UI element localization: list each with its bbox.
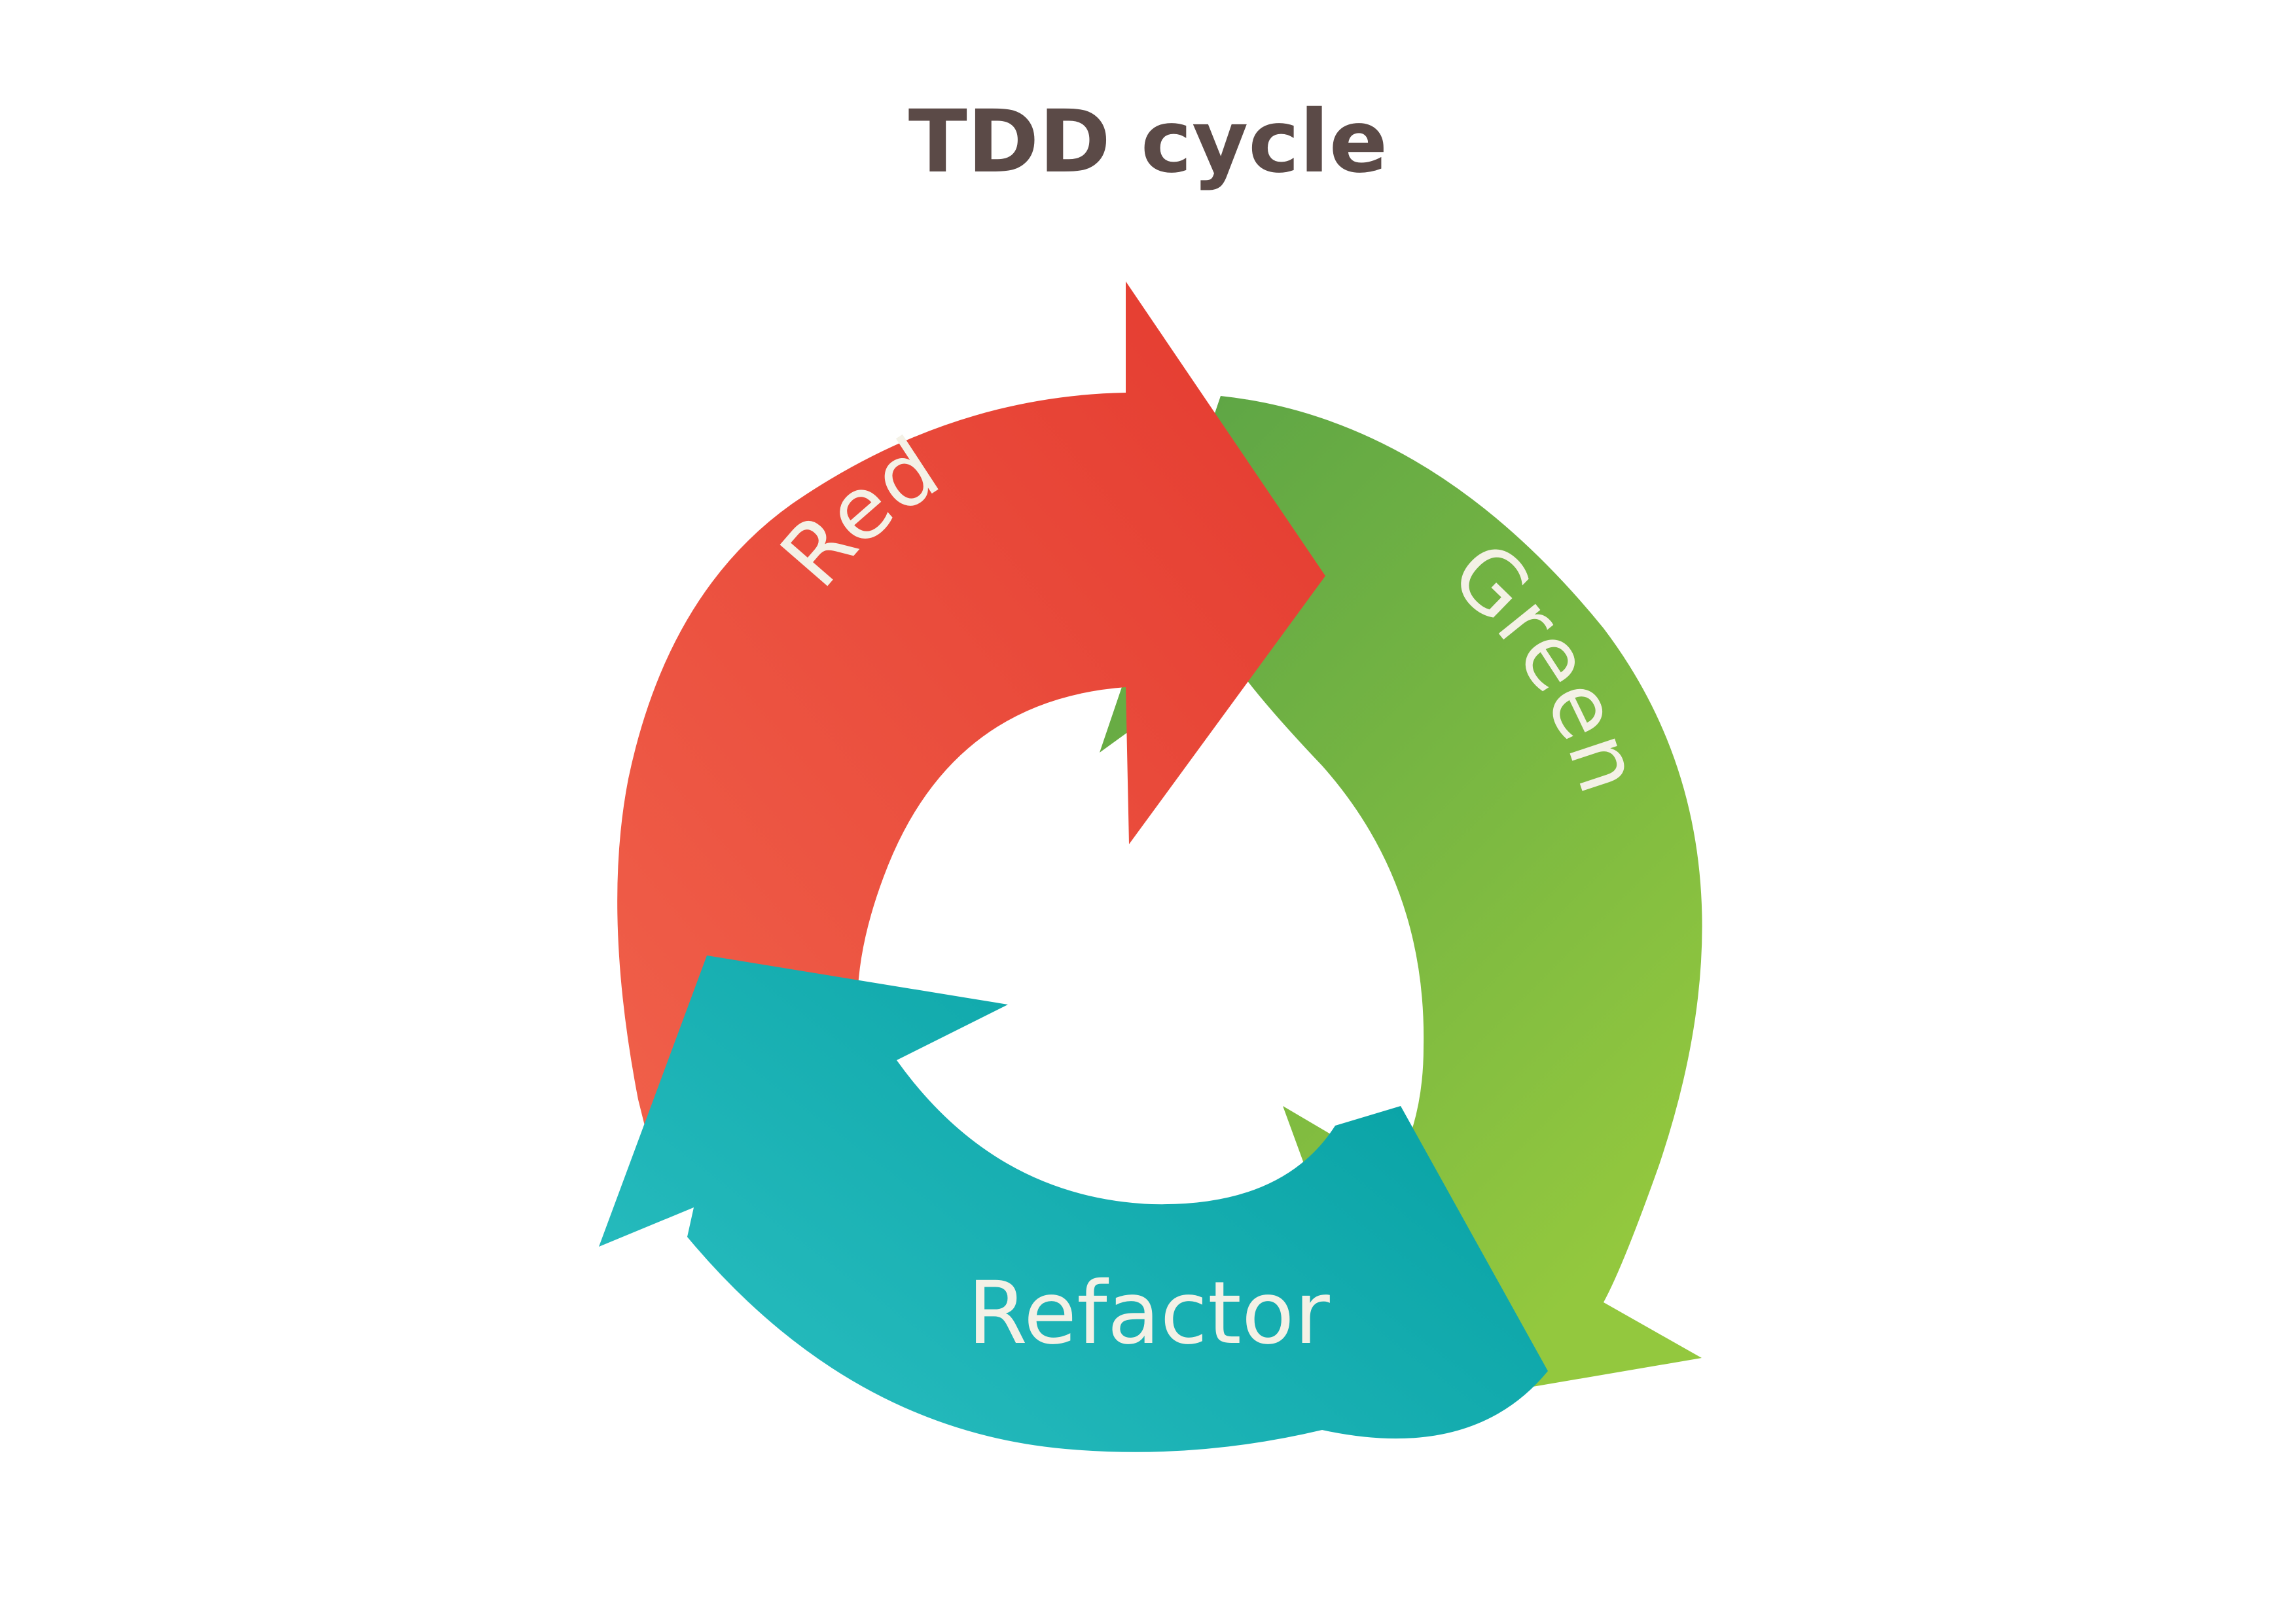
diagram-title: TDD cycle xyxy=(908,92,1388,192)
refactor-stage-arrow xyxy=(599,955,1548,1452)
refactor-stage-label: Refactor xyxy=(967,1263,1330,1364)
red-stage-arrow xyxy=(617,281,1325,1139)
